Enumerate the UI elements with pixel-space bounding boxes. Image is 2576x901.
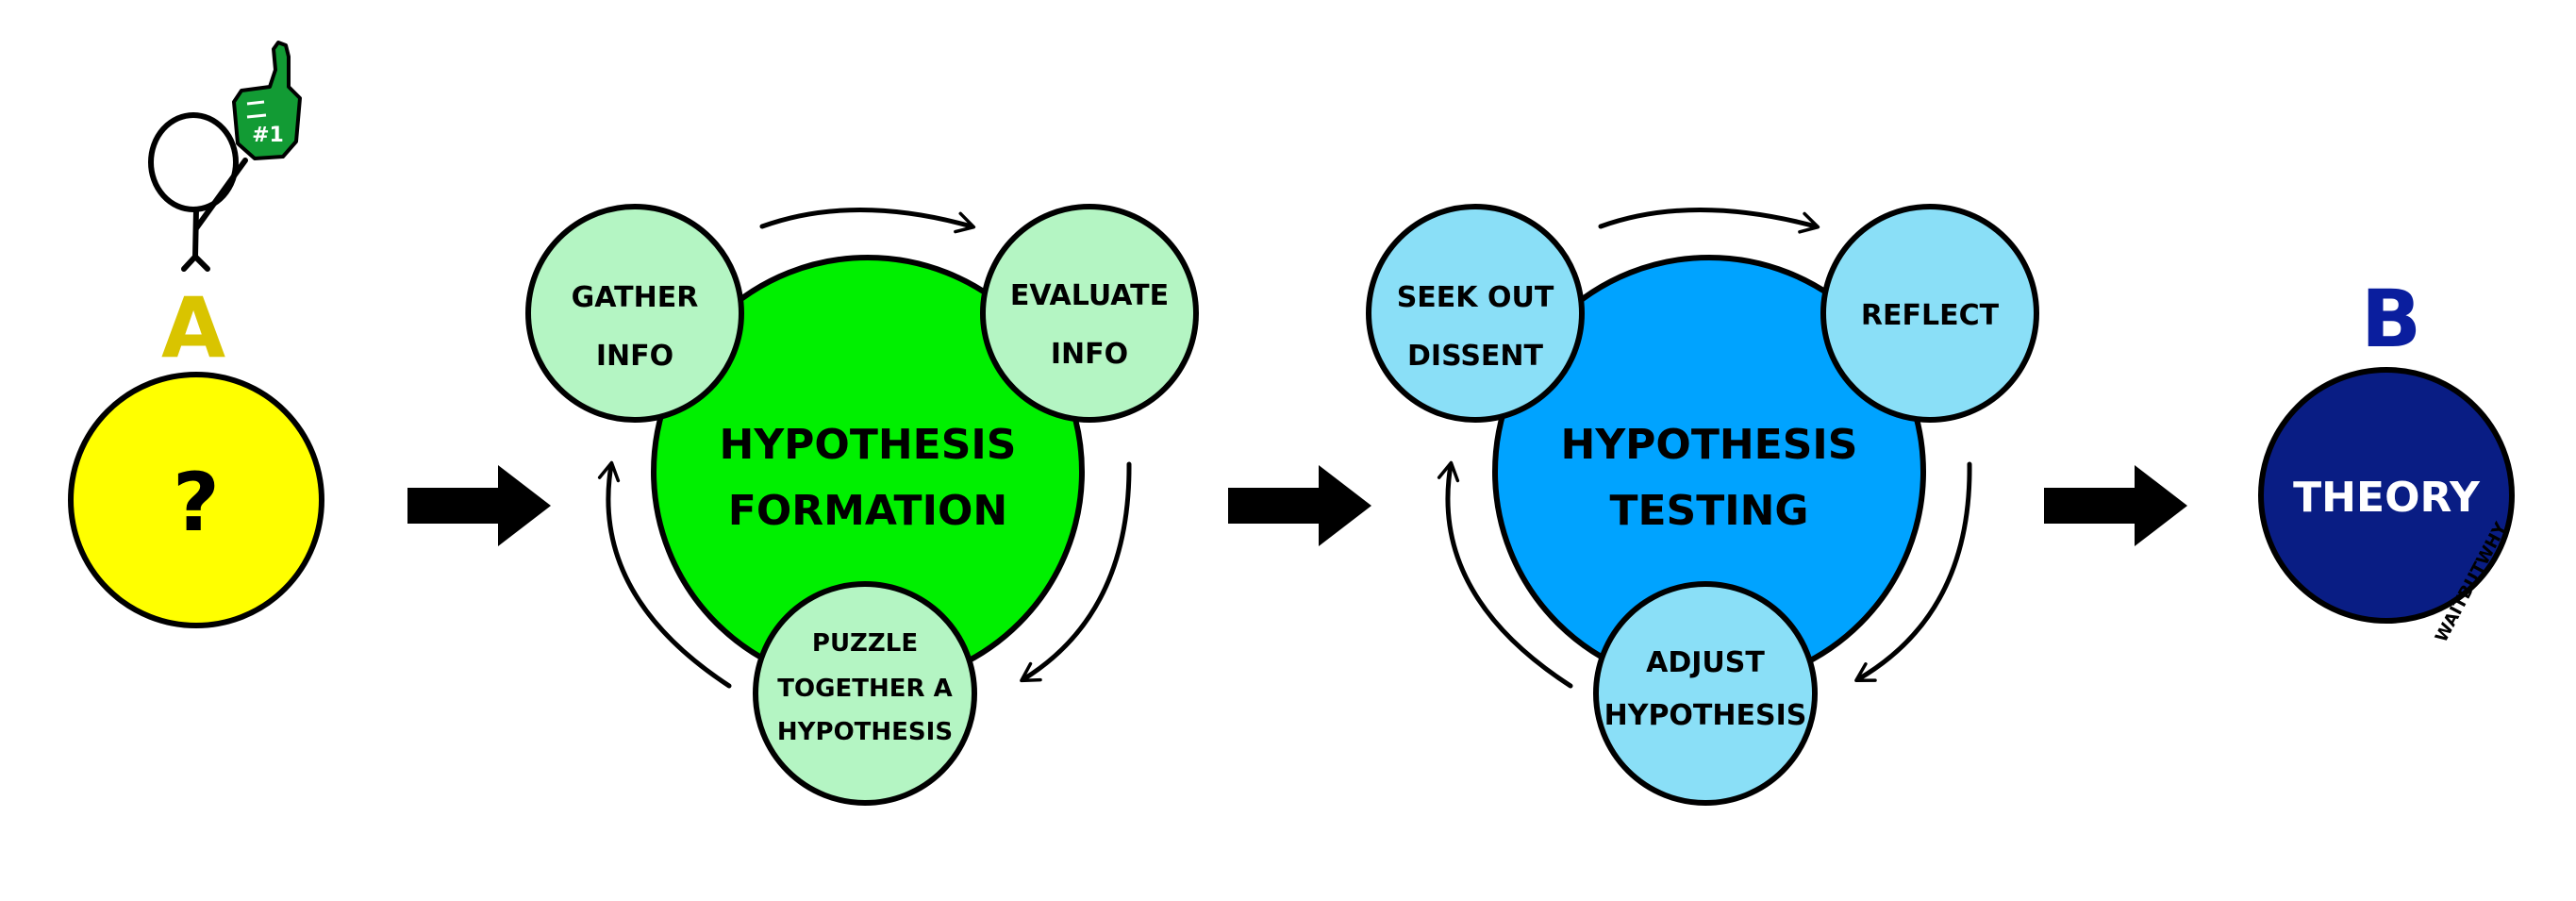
start-circle: [68, 372, 324, 628]
testing-cycle-arrow-top: [1598, 208, 1820, 234]
step-adjust-line1: ADJUST: [1646, 646, 1765, 679]
step-puzzle-hypothesis: [753, 581, 977, 806]
step-gather-info-line2: INFO: [596, 340, 673, 373]
step-puzzle-line2: TOGETHER A: [777, 675, 952, 703]
step-seek-out-line1: SEEK OUT: [1397, 281, 1554, 314]
step-seek-out-dissent: [1366, 204, 1585, 423]
end-letter-b: B: [2361, 273, 2421, 365]
stick-figure-leg-right: [192, 254, 210, 272]
foam-finger-text: #1: [252, 124, 284, 147]
step-adjust-line2: HYPOTHESIS: [1604, 699, 1807, 732]
question-mark: ?: [173, 456, 220, 550]
flow-arrow-2: [1228, 465, 1371, 546]
formation-cycle-arrow-right: [1020, 461, 1132, 683]
flow-arrow-1: [407, 465, 551, 546]
formation-cycle: HYPOTHESIS FORMATION GATHER INFO EVALUAT…: [525, 204, 1199, 806]
foam-finger-icon: #1: [232, 41, 302, 160]
flow-arrow-3: [2044, 465, 2187, 546]
formation-cycle-arrow-top: [759, 208, 976, 234]
step-evaluate-info-line1: EVALUATE: [1010, 279, 1169, 312]
stick-figure-arm: [193, 158, 248, 231]
formation-title-line2: FORMATION: [728, 487, 1007, 535]
step-reflect: [1820, 204, 2039, 423]
testing-cycle-arrow-left: [1437, 460, 1573, 689]
step-evaluate-info: [980, 204, 1199, 423]
start-letter-a: A: [161, 279, 225, 376]
theory-circle: [2258, 367, 2515, 624]
testing-cycle-arrow-right: [1854, 461, 1972, 683]
stick-figure-body: [192, 207, 199, 259]
testing-title-line2: TESTING: [1609, 487, 1808, 535]
step-puzzle-line3: HYPOTHESIS: [777, 718, 953, 746]
step-gather-info-line1: GATHER: [572, 281, 699, 314]
stick-figure: [148, 112, 248, 272]
formation-title-line1: HYPOTHESIS: [720, 421, 1017, 469]
theory-label: THEORY: [2293, 474, 2481, 522]
step-puzzle-line1: PUZZLE: [812, 629, 918, 658]
testing-cycle: HYPOTHESIS TESTING SEEK OUT DISSENT REFL…: [1366, 204, 2039, 806]
step-evaluate-info-line2: INFO: [1051, 338, 1128, 371]
step-adjust-hypothesis: [1593, 581, 1818, 806]
step-seek-out-line2: DISSENT: [1407, 340, 1544, 373]
step-gather-info: [525, 204, 744, 423]
testing-title-line1: HYPOTHESIS: [1561, 421, 1858, 469]
formation-cycle-arrow-left: [597, 460, 732, 689]
step-reflect-label: REFLECT: [1861, 299, 2000, 332]
